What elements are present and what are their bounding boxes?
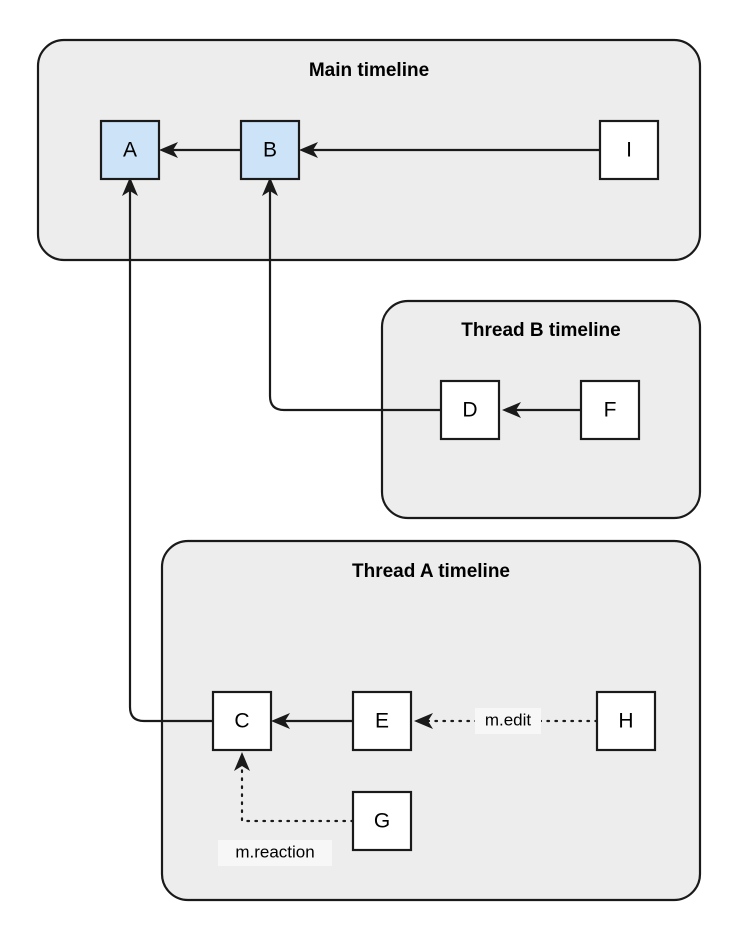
edge-I-to-B[interactable] — [299, 142, 600, 158]
node-F-box[interactable] — [579, 379, 641, 441]
edge-B-to-A-arrowhead — [159, 142, 178, 158]
edge-G-to-C-line — [240, 766, 355, 823]
node-A[interactable]: A — [99, 119, 161, 181]
node-G-label: G — [374, 810, 390, 833]
node-F-label: F — [604, 399, 617, 422]
node-B[interactable]: B — [239, 119, 301, 181]
edge-G-to-C-label-bg — [218, 840, 332, 866]
edge-D-to-B-arrowhead — [262, 177, 278, 196]
node-H-box[interactable] — [595, 690, 657, 752]
node-A-box[interactable] — [99, 119, 161, 181]
edge-D-to-B[interactable] — [262, 177, 441, 412]
node-G-box[interactable] — [351, 790, 413, 852]
node-D-box[interactable] — [439, 379, 501, 441]
swimlane-thread-a-title: Thread A timeline — [352, 561, 510, 582]
node-E[interactable]: E — [351, 690, 413, 752]
edge-E-to-C[interactable] — [271, 713, 353, 729]
edge-H-to-E-arrowhead — [414, 713, 433, 729]
node-B-label: B — [263, 139, 277, 162]
node-G[interactable]: G — [351, 790, 413, 852]
edge-H-to-E[interactable]: m.edit — [414, 708, 599, 734]
edge-F-to-D[interactable] — [502, 402, 581, 418]
edge-G-to-C-arrowhead — [234, 752, 250, 771]
edge-E-to-C-arrowhead — [271, 713, 290, 729]
edge-G-to-C-label: m.reaction — [235, 842, 314, 861]
edge-B-to-A[interactable] — [159, 142, 241, 158]
edge-F-to-D-arrowhead — [502, 402, 521, 418]
node-C-label: C — [234, 710, 249, 733]
node-A-label: A — [123, 139, 137, 162]
edge-I-to-B-arrowhead — [299, 142, 318, 158]
node-D[interactable]: D — [439, 379, 501, 441]
node-I-box[interactable] — [598, 119, 660, 181]
node-B-box[interactable] — [239, 119, 301, 181]
edge-C-to-A-arrowhead — [122, 177, 138, 196]
node-E-box[interactable] — [351, 690, 413, 752]
node-H-label: H — [618, 710, 633, 733]
node-H[interactable]: H — [595, 690, 657, 752]
edge-D-to-B-line — [268, 190, 441, 412]
node-I[interactable]: I — [598, 119, 660, 181]
swimlane-main-title: Main timeline — [309, 60, 429, 81]
node-C-box[interactable] — [211, 690, 273, 752]
edge-C-to-A-line — [128, 190, 213, 723]
node-C[interactable]: C — [211, 690, 273, 752]
node-E-label: E — [375, 710, 389, 733]
edge-C-to-A[interactable] — [122, 177, 213, 723]
node-F[interactable]: F — [579, 379, 641, 441]
node-D-label: D — [462, 399, 477, 422]
swimlane-thread-b-title: Thread B timeline — [461, 320, 620, 341]
edge-H-to-E-label-bg — [475, 708, 541, 734]
node-I-label: I — [626, 139, 632, 162]
edge-H-to-E-label: m.edit — [485, 710, 532, 729]
edge-G-to-C[interactable]: m.reaction — [218, 752, 355, 866]
